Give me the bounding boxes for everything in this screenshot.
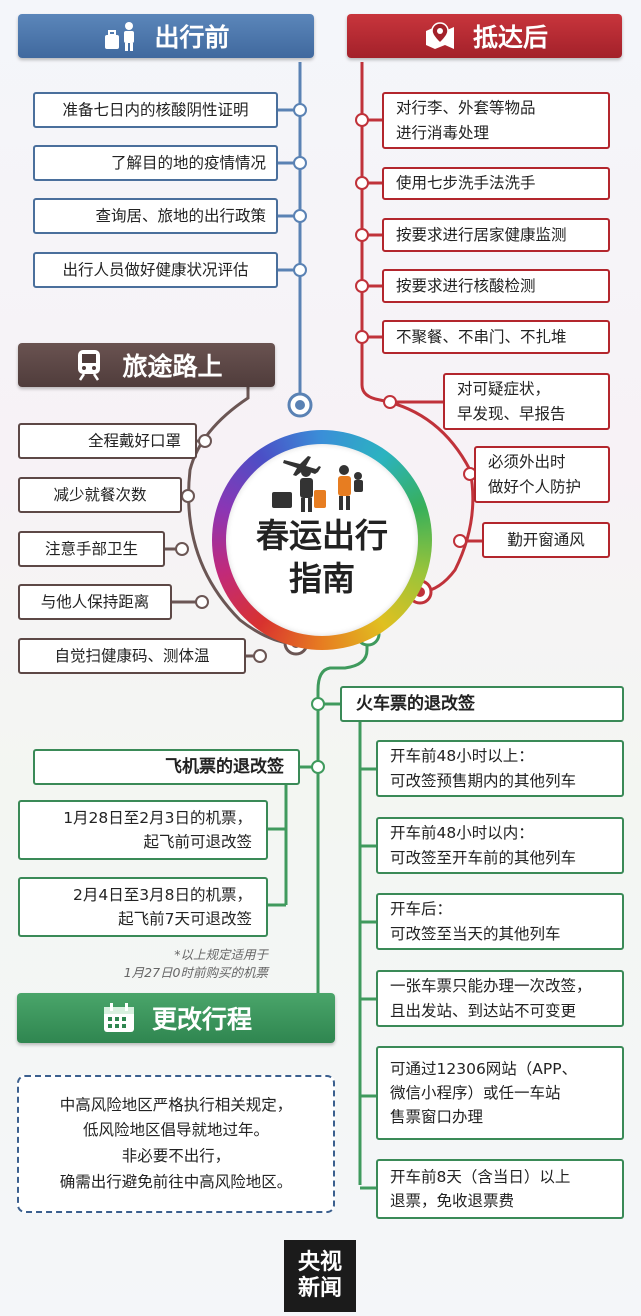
journey-item: 自觉扫健康码、测体温 — [18, 638, 246, 674]
before-item: 了解目的地的疫情情况 — [33, 145, 278, 181]
after-item-line: 按要求进行居家健康监测 — [396, 225, 567, 244]
train-item: 开车后： 可改签至当天的其他列车 — [376, 893, 624, 950]
center-title-line1: 春运出行 — [256, 516, 388, 555]
train-item-line: 开车前8天（含当日）以上 — [390, 1167, 571, 1186]
before-item-text: 查询居、旅地的出行政策 — [95, 206, 266, 225]
train-item-line: 可改签至当天的其他列车 — [390, 924, 561, 943]
map-pin-icon — [421, 21, 459, 51]
train-item-line: 退票，免收退票费 — [390, 1192, 515, 1210]
change-notice: 中高风险地区严格执行相关规定， 低风险地区倡导就地过年。 非必要不出行， 确需出… — [17, 1075, 335, 1213]
after-item-line: 早发现、早报告 — [457, 404, 566, 423]
before-item: 查询居、旅地的出行政策 — [33, 198, 278, 234]
plane-item: 1月28日至2月3日的机票， 起飞前可退改签 — [18, 800, 268, 860]
cctv-news-logo: 央视 新闻 — [284, 1240, 356, 1312]
plane-header-title: 飞机票的退改签 — [165, 756, 284, 777]
after-item: 使用七步洗手法洗手 — [382, 167, 610, 200]
after-item-line: 对行李、外套等物品 — [396, 99, 536, 118]
train-item-line: 可通过12306网站（APP、 — [390, 1059, 578, 1078]
change-notice-line: 低风险地区倡导就地过年。 — [82, 1121, 269, 1140]
header-change: 更改行程 — [17, 993, 335, 1043]
before-item: 出行人员做好健康状况评估 — [33, 252, 278, 288]
journey-item: 减少就餐次数 — [18, 477, 182, 513]
plane-header: 飞机票的退改签 — [33, 749, 300, 785]
logo-line2: 新闻 — [297, 1276, 342, 1301]
center-title-line2: 指南 — [289, 558, 355, 598]
center-title: 春运出行 指南 — [226, 515, 418, 601]
journey-item: 全程戴好口罩 — [18, 423, 197, 459]
train-item-line: 开车后： — [390, 900, 453, 919]
change-notice-line: 中高风险地区严格执行相关规定， — [59, 1095, 293, 1114]
train-item: 一张车票只能办理一次改签， 且出发站、到达站不可变更 — [376, 970, 624, 1027]
journey-item-text: 注意手部卫生 — [44, 539, 138, 558]
plane-item-line: 2月4日至3月8日的机票， — [73, 885, 252, 904]
after-item-line: 必须外出时 — [488, 453, 566, 472]
train-item-line: 一张车票只能办理一次改签， — [390, 977, 592, 996]
before-item-text: 了解目的地的疫情情况 — [110, 153, 266, 172]
traveler-luggage-icon — [102, 21, 140, 51]
train-item-line: 微信小程序）或任一车站 — [390, 1083, 561, 1102]
train-item: 开车前48小时以上： 可改签预售期内的其他列车 — [376, 740, 624, 797]
logo-line1: 央视 — [297, 1249, 342, 1275]
plane-item-line: 1月28日至2月3日的机票， — [63, 808, 252, 827]
header-before: 出行前 — [18, 14, 314, 58]
plane-item-line: 起飞前7天可退改签 — [118, 910, 252, 928]
train-icon — [70, 350, 108, 381]
after-item: 不聚餐、不串门、不扎堆 — [382, 320, 610, 354]
plane-item-line: 起飞前可退改签 — [143, 833, 252, 851]
after-item-line: 做好个人防护 — [488, 477, 582, 496]
before-item-text: 出行人员做好健康状况评估 — [62, 260, 249, 279]
after-item-line: 进行消毒处理 — [396, 123, 490, 142]
journey-item-text: 全程戴好口罩 — [87, 431, 181, 450]
after-item: 按要求进行核酸检测 — [382, 269, 610, 303]
journey-item-text: 与他人保持距离 — [40, 592, 150, 611]
train-header: 火车票的退改签 — [340, 686, 624, 722]
after-item: 按要求进行居家健康监测 — [382, 218, 610, 252]
plane-item: 2月4日至3月8日的机票， 起飞前7天可退改签 — [18, 877, 268, 937]
after-item-line: 按要求进行核酸检测 — [396, 276, 536, 295]
after-item-line: 不聚餐、不串门、不扎堆 — [396, 327, 567, 346]
train-item: 开车前8天（含当日）以上退票，免收退票费 — [376, 1159, 624, 1219]
train-item-line: 售票窗口办理 — [390, 1108, 484, 1126]
after-item: 勤开窗通风 — [482, 522, 610, 558]
before-item: 准备七日内的核酸阴性证明 — [33, 92, 278, 128]
after-item-line: 对可疑症状， — [457, 380, 551, 399]
header-after: 抵达后 — [347, 14, 622, 58]
train-item-line: 可改签预售期内的其他列车 — [390, 771, 577, 790]
journey-item: 与他人保持距离 — [18, 584, 172, 620]
plane-footnote: *以上规定适用于 1月27日0时前购买的机票 — [40, 946, 268, 982]
after-item-line: 勤开窗通风 — [507, 530, 585, 549]
header-change-title: 更改行程 — [151, 1005, 252, 1034]
header-journey: 旅途路上 — [18, 343, 275, 387]
header-after-title: 抵达后 — [472, 23, 548, 52]
change-notice-line: 非必要不出行， — [121, 1147, 231, 1165]
header-journey-title: 旅途路上 — [122, 352, 223, 381]
center-disc — [226, 444, 418, 636]
before-item-text: 准备七日内的核酸阴性证明 — [62, 100, 249, 119]
plane-footnote-line: *以上规定适用于 — [174, 947, 268, 962]
train-item-line: 可改签至开车前的其他列车 — [390, 848, 577, 867]
plane-footnote-line: 1月27日0时前购买的机票 — [123, 965, 268, 981]
train-item-line: 开车前48小时以上： — [390, 747, 534, 766]
train-header-title: 火车票的退改签 — [356, 693, 475, 714]
header-before-title: 出行前 — [154, 23, 230, 52]
calendar-icon — [100, 1003, 138, 1033]
journey-item-text: 自觉扫健康码、测体温 — [54, 646, 210, 665]
after-item-line: 使用七步洗手法洗手 — [396, 174, 536, 193]
train-item-line: 开车前48小时以内： — [390, 824, 534, 843]
journey-item: 注意手部卫生 — [18, 531, 165, 567]
train-item: 开车前48小时以内： 可改签至开车前的其他列车 — [376, 817, 624, 874]
after-item: 对可疑症状， 早发现、早报告 — [443, 373, 610, 430]
train-item-line: 且出发站、到达站不可变更 — [390, 1001, 577, 1020]
journey-item-text: 减少就餐次数 — [53, 485, 147, 504]
train-item: 可通过12306网站（APP、微信小程序）或任一车站售票窗口办理 — [376, 1046, 624, 1140]
after-item: 必须外出时做好个人防护 — [474, 446, 610, 503]
traveler-plane-icon — [266, 452, 376, 512]
change-notice-line: 确需出行避免前往中高风险地区。 — [59, 1172, 293, 1191]
after-item: 对行李、外套等物品进行消毒处理 — [382, 92, 610, 149]
